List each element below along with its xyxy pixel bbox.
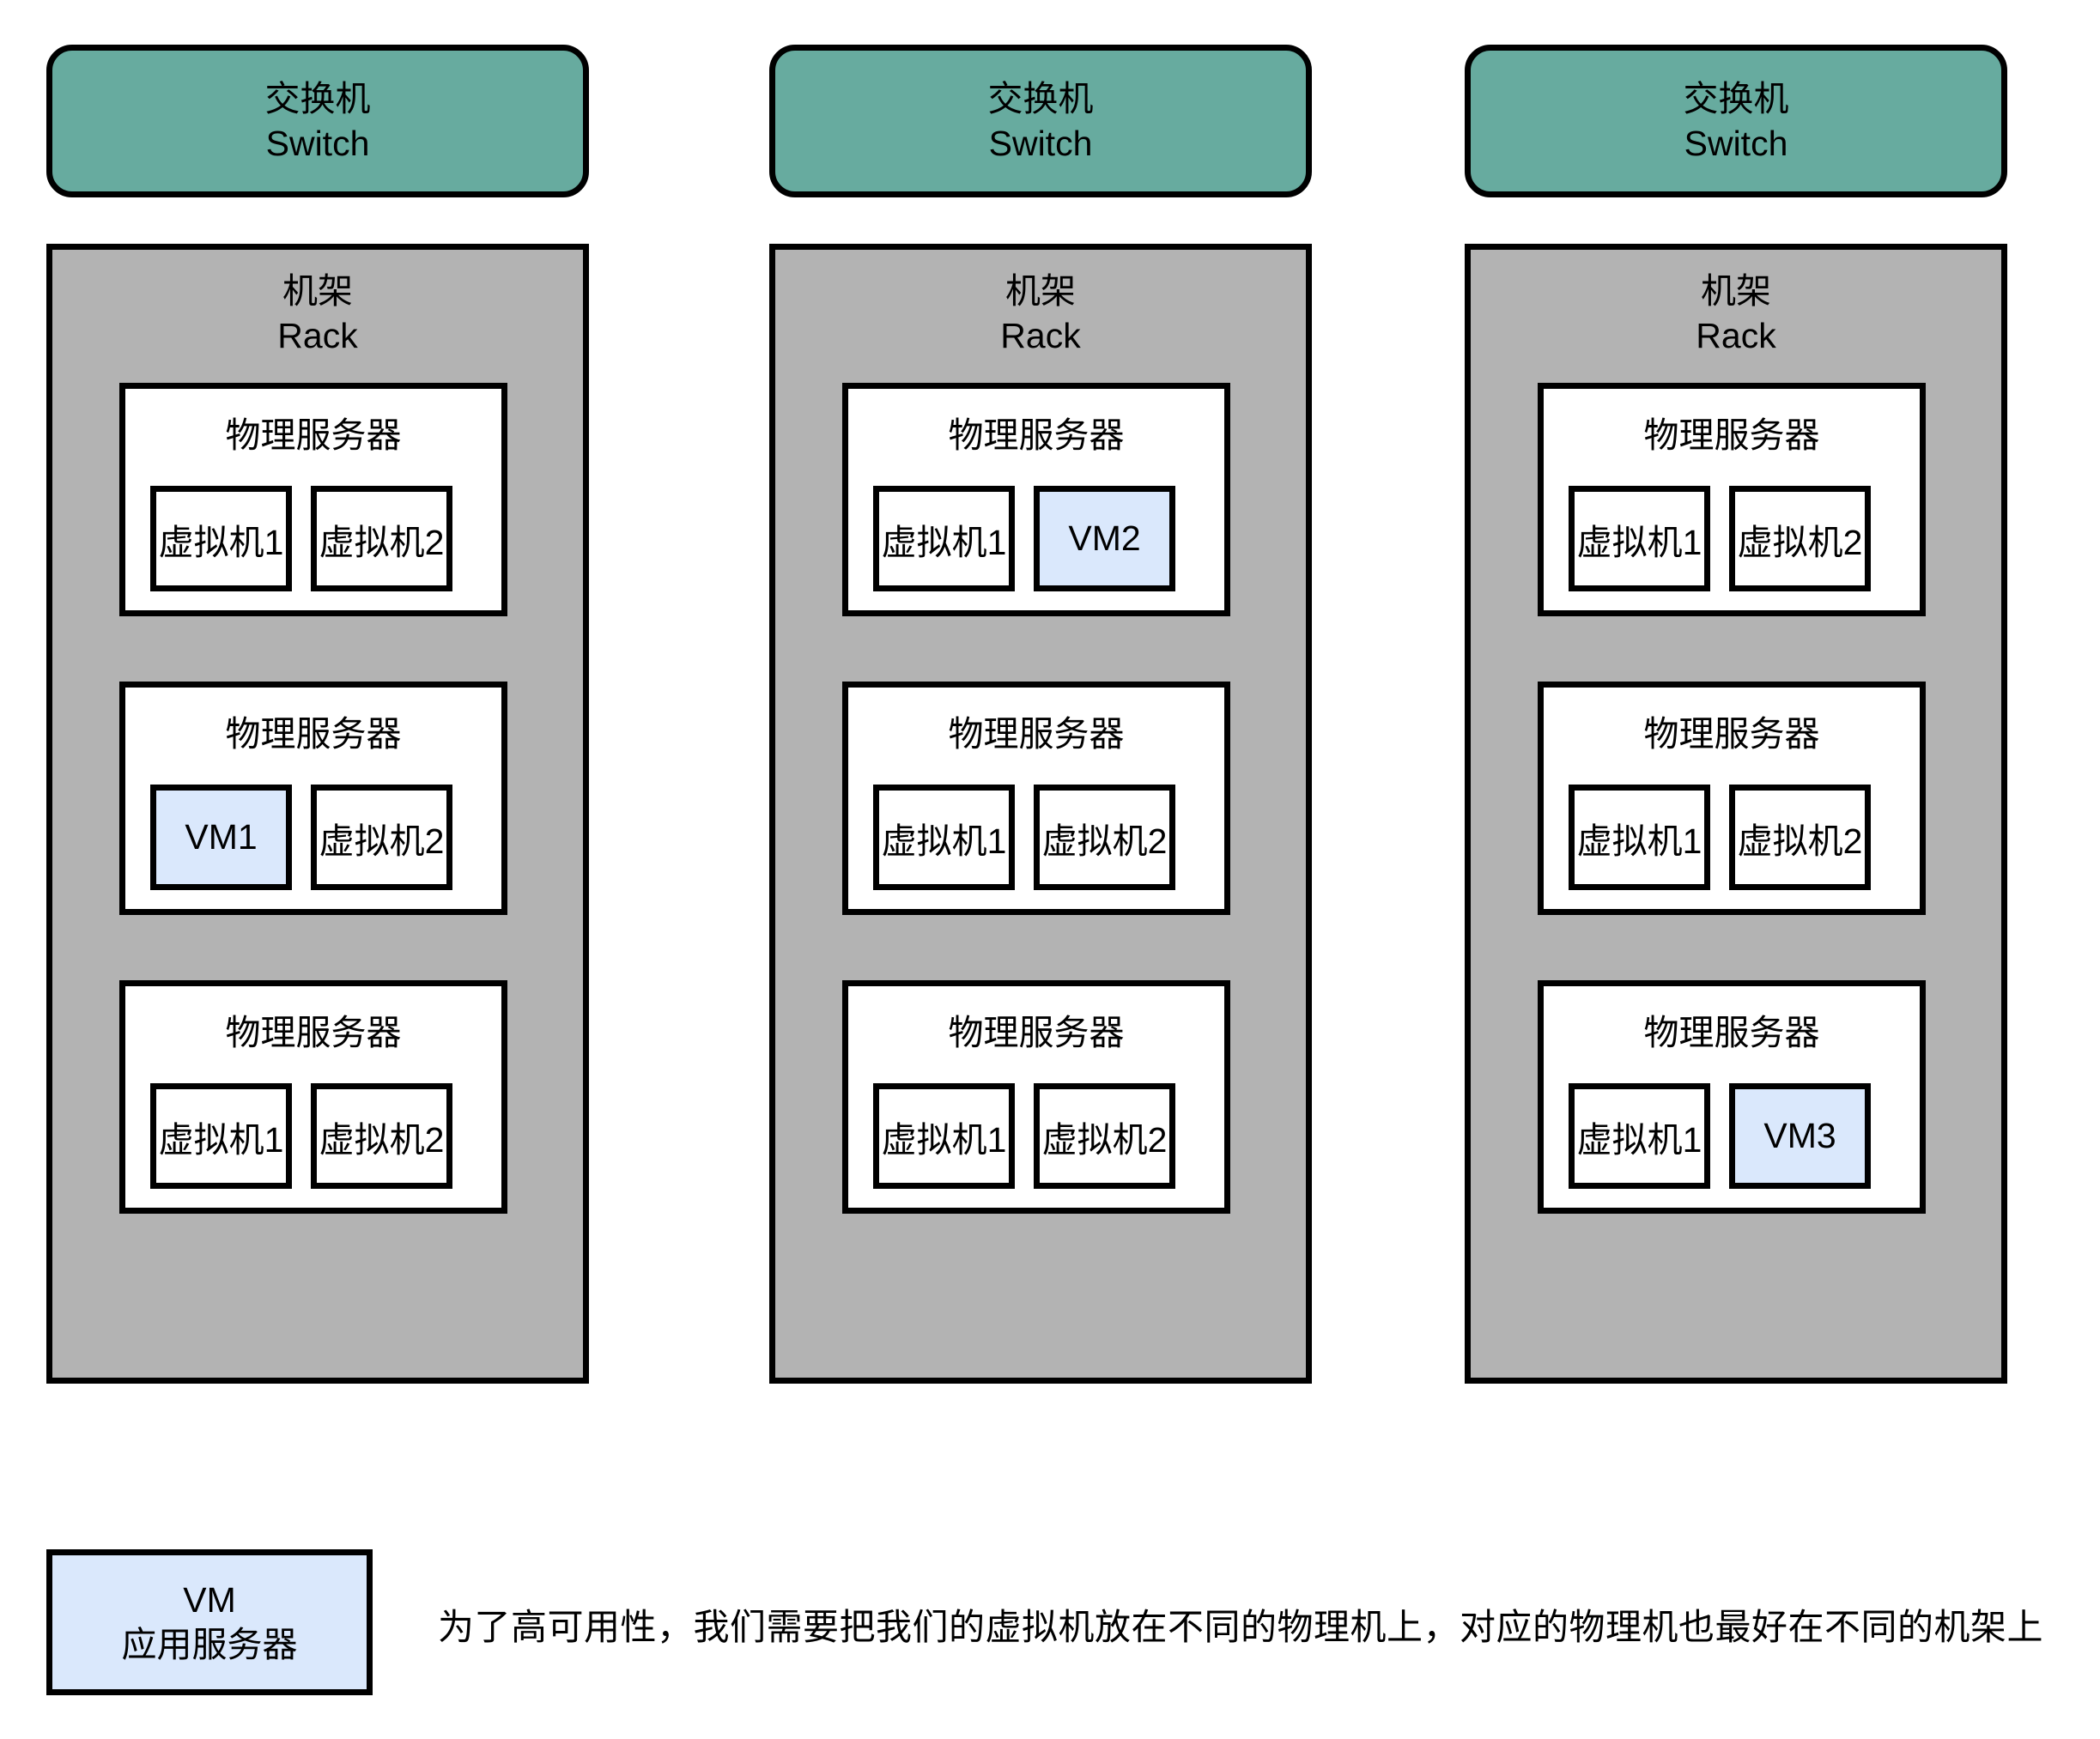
- vm-node[interactable]: 虚拟机1: [873, 486, 1015, 591]
- physical-server-label: 物理服务器: [225, 1013, 402, 1052]
- rack-column-2: 交换机 Switch 机架 Rack 物理服务器 虚拟机1 VM2 物理服务器: [769, 45, 1312, 1384]
- rack-title: 机架 Rack: [1471, 269, 2001, 359]
- vm-node[interactable]: 虚拟机2: [1034, 1083, 1175, 1189]
- switch-label-en: Switch: [265, 124, 370, 163]
- physical-server-node[interactable]: 物理服务器 虚拟机1 虚拟机2: [1538, 682, 1926, 915]
- vm-row: 虚拟机1 虚拟机2: [150, 486, 452, 591]
- rack-column-3: 交换机 Switch 机架 Rack 物理服务器 虚拟机1 虚拟机2 物理服务器: [1465, 45, 2007, 1384]
- physical-server-node[interactable]: 物理服务器 虚拟机1 虚拟机2: [842, 682, 1230, 915]
- physical-server-label: 物理服务器: [1643, 415, 1820, 455]
- physical-server-label: 物理服务器: [948, 415, 1125, 455]
- physical-server-label: 物理服务器: [948, 1013, 1125, 1052]
- vm-node[interactable]: 虚拟机2: [311, 785, 452, 890]
- rack-node-3[interactable]: 机架 Rack 物理服务器 虚拟机1 虚拟机2 物理服务器 虚拟机1 虚拟机2: [1465, 244, 2007, 1384]
- vm-row: 虚拟机1 VM3: [1569, 1083, 1871, 1189]
- vm-node[interactable]: 虚拟机1: [1569, 486, 1710, 591]
- legend-label-vm: VM: [183, 1579, 236, 1620]
- switch-label-cn: 交换机: [1683, 78, 1789, 118]
- physical-server-label: 物理服务器: [948, 714, 1125, 754]
- rack-label-cn: 机架: [282, 271, 353, 311]
- physical-server-node[interactable]: 物理服务器 虚拟机1 VM3: [1538, 980, 1926, 1214]
- legend-label-app-server: 应用服务器: [121, 1625, 298, 1664]
- vm-node[interactable]: 虚拟机1: [873, 1083, 1015, 1189]
- switch-node-1[interactable]: 交换机 Switch: [46, 45, 589, 197]
- switch-label-en: Switch: [1684, 124, 1788, 163]
- physical-server-label: 物理服务器: [225, 714, 402, 754]
- vm-row: 虚拟机1 虚拟机2: [150, 1083, 452, 1189]
- rack-label-en: Rack: [1000, 316, 1081, 356]
- rack-label-en: Rack: [1696, 316, 1776, 356]
- vm-node[interactable]: 虚拟机2: [1034, 785, 1175, 890]
- vm-row: 虚拟机1 虚拟机2: [1569, 785, 1871, 890]
- rack-label-en: Rack: [277, 316, 358, 356]
- rack-node-1[interactable]: 机架 Rack 物理服务器 虚拟机1 虚拟机2 物理服务器 VM1 虚拟机2: [46, 244, 589, 1384]
- vm-node[interactable]: 虚拟机1: [873, 785, 1015, 890]
- vm-row: 虚拟机1 虚拟机2: [873, 1083, 1175, 1189]
- physical-server-node[interactable]: 物理服务器 虚拟机1 虚拟机2: [1538, 383, 1926, 616]
- physical-server-node[interactable]: 物理服务器 虚拟机1 VM2: [842, 383, 1230, 616]
- vm-node-highlighted[interactable]: VM3: [1729, 1083, 1871, 1189]
- switch-node-3[interactable]: 交换机 Switch: [1465, 45, 2007, 197]
- vm-row: 虚拟机1 VM2: [873, 486, 1175, 591]
- vm-row: VM1 虚拟机2: [150, 785, 452, 890]
- vm-row: 虚拟机1 虚拟机2: [1569, 486, 1871, 591]
- diagram-caption: 为了高可用性，我们需要把我们的虚拟机放在不同的物理机上，对应的物理机也最好在不同…: [438, 1607, 2044, 1647]
- vm-node[interactable]: 虚拟机1: [1569, 785, 1710, 890]
- vm-row: 虚拟机1 虚拟机2: [873, 785, 1175, 890]
- server-list: 物理服务器 虚拟机1 VM2 物理服务器 虚拟机1 虚拟机2 物理服务器: [842, 383, 1230, 1214]
- physical-server-label: 物理服务器: [1643, 714, 1820, 754]
- vm-node-highlighted[interactable]: VM2: [1034, 486, 1175, 591]
- physical-server-node[interactable]: 物理服务器 虚拟机1 虚拟机2: [119, 383, 507, 616]
- server-list: 物理服务器 虚拟机1 虚拟机2 物理服务器 VM1 虚拟机2 物理服务器: [119, 383, 507, 1214]
- physical-server-node[interactable]: 物理服务器 虚拟机1 虚拟机2: [119, 980, 507, 1214]
- switch-label-cn: 交换机: [987, 78, 1094, 118]
- vm-node[interactable]: 虚拟机2: [1729, 785, 1871, 890]
- rack-title: 机架 Rack: [775, 269, 1306, 359]
- rack-label-cn: 机架: [1005, 271, 1076, 311]
- rack-label-cn: 机架: [1701, 271, 1771, 311]
- legend-vm-swatch: VM 应用服务器: [46, 1549, 373, 1695]
- switch-node-2[interactable]: 交换机 Switch: [769, 45, 1312, 197]
- physical-server-label: 物理服务器: [225, 415, 402, 455]
- vm-node[interactable]: 虚拟机2: [311, 486, 452, 591]
- physical-server-node[interactable]: 物理服务器 虚拟机1 虚拟机2: [842, 980, 1230, 1214]
- vm-node[interactable]: 虚拟机2: [1729, 486, 1871, 591]
- rack-node-2[interactable]: 机架 Rack 物理服务器 虚拟机1 VM2 物理服务器 虚拟机1 虚拟机2: [769, 244, 1312, 1384]
- vm-node[interactable]: 虚拟机1: [150, 486, 292, 591]
- rack-column-1: 交换机 Switch 机架 Rack 物理服务器 虚拟机1 虚拟机2 物理服务器: [46, 45, 589, 1384]
- physical-server-node[interactable]: 物理服务器 VM1 虚拟机2: [119, 682, 507, 915]
- server-list: 物理服务器 虚拟机1 虚拟机2 物理服务器 虚拟机1 虚拟机2 物理服务器: [1538, 383, 1926, 1214]
- vm-node[interactable]: 虚拟机2: [311, 1083, 452, 1189]
- rack-title: 机架 Rack: [52, 269, 583, 359]
- vm-node-highlighted[interactable]: VM1: [150, 785, 292, 890]
- switch-label-cn: 交换机: [264, 78, 371, 118]
- physical-server-label: 物理服务器: [1643, 1013, 1820, 1052]
- switch-label-en: Switch: [988, 124, 1093, 163]
- vm-node[interactable]: 虚拟机1: [1569, 1083, 1710, 1189]
- vm-node[interactable]: 虚拟机1: [150, 1083, 292, 1189]
